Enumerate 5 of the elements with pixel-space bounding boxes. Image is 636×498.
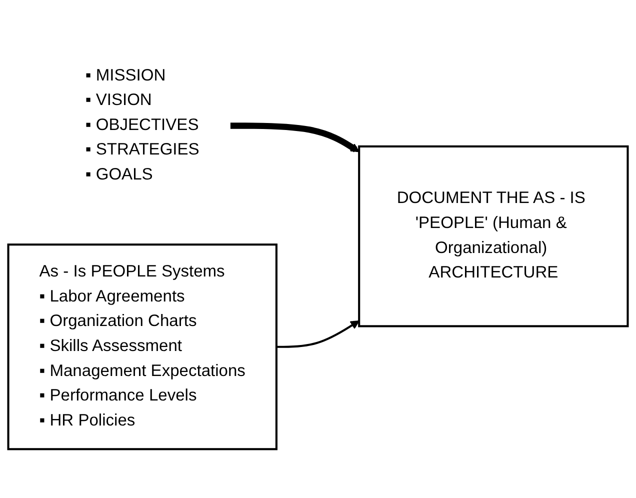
node-box: As - Is PEOPLE Systems ▪ Labor Agreements ▪ Organization Charts ▪ Skills Assessment ▪ Management Expectations ▪ Performance Levels ▪ HR Policies — [7, 244, 278, 450]
arrow — [276, 320, 360, 348]
node-text: ▪ MISSION ▪ VISION ▪ OBJECTIVES ▪ STRATEGIES ▪ GOALS — [85, 67, 200, 184]
node-box: DOCUMENT THE AS - IS 'PEOPLE' (Human & Organizational) ARCHITECTURE — [358, 146, 629, 328]
arrow — [230, 122, 360, 152]
